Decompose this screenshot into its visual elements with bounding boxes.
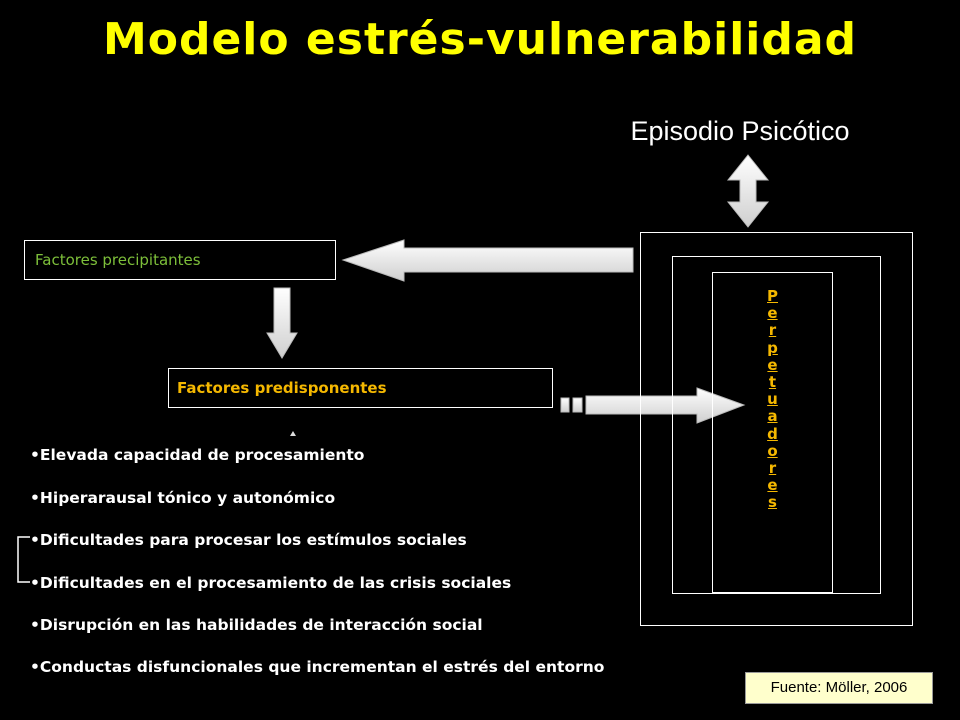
arrow-down-to-predisposing [266,287,298,359]
perpetuating-letter: P [767,287,778,305]
list-item: •Elevada capacidad de procesamiento [30,446,365,464]
middle-frame [672,256,881,594]
perpetuating-letter: s [768,493,777,512]
perpetuating-letter: u [767,390,778,409]
predisposing-box: Factores predisponentes [168,368,553,408]
perpetuating-letter: o [767,441,778,460]
perpetuating-letter: r [768,459,777,478]
predisposing-label: Factores predisponentes [177,379,387,397]
double-arrow-vertical [726,154,770,228]
perpetuating-letter: a [767,407,778,426]
list-item: •Dificultades en el procesamiento de las… [30,573,512,592]
list-item: •Conductas disfuncionales que incrementa… [30,657,605,676]
source-box: Fuente: Möller, 2006 [745,672,933,704]
small-marker [290,431,296,436]
slide-title: Modelo estrés-vulnerabilidad [102,14,858,65]
list-item: •Dificultades para procesar los estímulo… [30,531,467,549]
list-item: •Disrupción en las habilidades de intera… [30,616,483,634]
perpetuating-letter: e [767,476,778,495]
list-bracket [17,536,30,583]
arrow-to-precipitants [341,239,634,282]
perpetuating-letter: t [768,373,777,392]
perpetuating-letter: e [767,304,778,323]
precipitants-label: Factores precipitantes [35,251,201,269]
outer-frame [640,232,913,626]
perpetuating-letter: e [767,355,778,374]
list-item: •Hiperarausal tónico y autonómico [30,488,336,507]
perpetuating-letter: r [768,321,777,340]
perpetuating-letter: d [767,424,778,443]
perpetuating-letter: p [767,338,778,357]
perpetuating-box [712,272,833,593]
precipitants-box: Factores precipitantes [24,240,336,280]
perpetuating-label: P e r p e t u a d o r e s [712,287,833,512]
dashed-arrow-to-perpetuating [560,387,746,424]
episode-label: Episodio Psicótico [630,116,850,146]
factor-list: •Elevada capacidad de procesamiento •Hip… [30,445,630,699]
